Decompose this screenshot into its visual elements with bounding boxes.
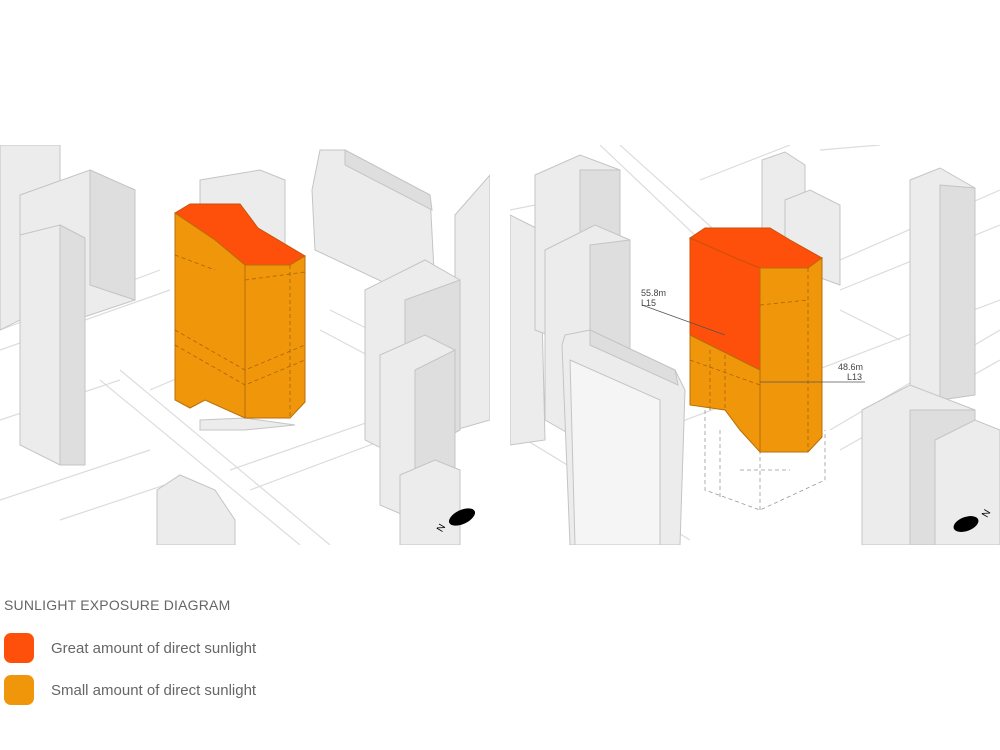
north-label: N <box>435 522 448 534</box>
legend-item-great: Great amount of direct sunlight <box>4 633 256 663</box>
legend-label: Great amount of direct sunlight <box>51 639 257 657</box>
legend-label: Small amount of direct sunlight <box>51 681 257 699</box>
panel-proposed: 55.8m L15 48.6m L13 N <box>510 145 1000 545</box>
subject-building-proposed <box>688 227 823 454</box>
existing-building-outline <box>704 410 826 511</box>
legend: SUNLIGHT EXPOSURE DIAGRAM Great amount o… <box>4 597 256 705</box>
subject-building-current <box>174 203 306 419</box>
height-label-lower: 48.6m <box>838 362 863 372</box>
facade-low-exposure <box>174 212 246 419</box>
level-label-lower: L13 <box>847 372 862 382</box>
north-label: N <box>980 508 993 520</box>
height-annotations: 55.8m L15 48.6m L13 <box>641 288 865 383</box>
level-label-upper: L15 <box>641 298 656 308</box>
legend-title: SUNLIGHT EXPOSURE DIAGRAM <box>4 597 231 613</box>
north-arrow-left: N <box>435 508 476 534</box>
context-buildings <box>0 145 490 545</box>
facade-side-low-exposure <box>759 257 823 453</box>
legend-item-small: Small amount of direct sunlight <box>4 675 256 705</box>
north-arrow-right: N <box>953 508 993 532</box>
context-buildings <box>510 151 1000 545</box>
legend-swatch-orange <box>4 675 34 705</box>
legend-swatch-red <box>4 633 34 663</box>
height-label-upper: 55.8m <box>641 288 666 298</box>
panel-current: N <box>0 145 490 545</box>
facade-side-low-exposure <box>244 255 306 419</box>
